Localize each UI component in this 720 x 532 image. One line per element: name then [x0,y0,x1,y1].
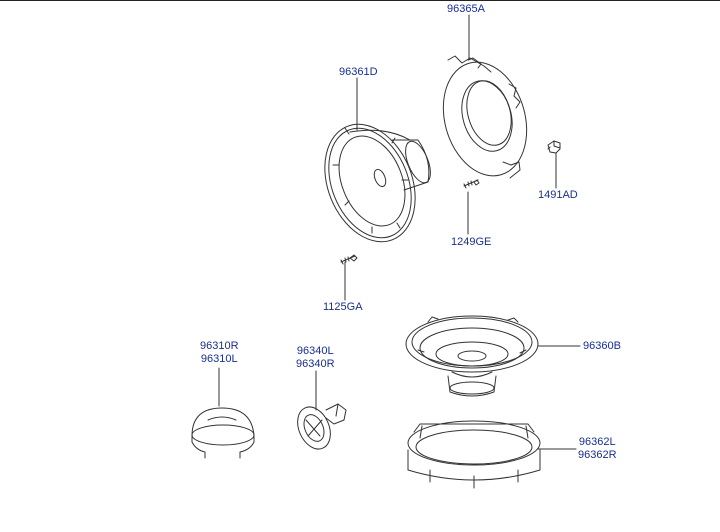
bracket-96362[interactable] [407,420,541,489]
label-group-96340: 96340L 96340R [296,345,335,371]
label-1249ge[interactable]: 1249GE [451,236,492,248]
label-96340r[interactable]: 96340R [296,358,335,370]
screw-1491ad[interactable] [547,140,561,154]
label-96362l[interactable]: 96362L [578,436,616,448]
label-96310l[interactable]: 96310L [200,353,238,365]
bracket-96365a[interactable] [431,52,540,186]
screw-1125ga[interactable] [340,254,358,265]
label-group-96310: 96310R 96310L [200,340,239,366]
label-96361d[interactable]: 96361D [339,66,378,78]
label-96310r[interactable]: 96310R [200,340,239,352]
cap-96310[interactable] [191,407,255,459]
tweeter-96340[interactable] [291,402,347,454]
screw-1249ge[interactable] [463,179,480,189]
label-1491ad[interactable]: 1491AD [538,189,578,201]
label-1125ga[interactable]: 1125GA [323,301,363,313]
label-96360b[interactable]: 96360B [583,340,621,352]
label-group-96362: 96362L 96362R [578,436,617,462]
leader-lines [218,14,581,450]
speaker-96361d[interactable] [308,111,435,256]
top-border [0,0,720,1]
label-96365a[interactable]: 96365A [447,3,485,15]
speaker-96360b[interactable] [405,315,539,397]
label-96340l[interactable]: 96340L [296,345,334,357]
label-96362r[interactable]: 96362R [578,449,617,461]
